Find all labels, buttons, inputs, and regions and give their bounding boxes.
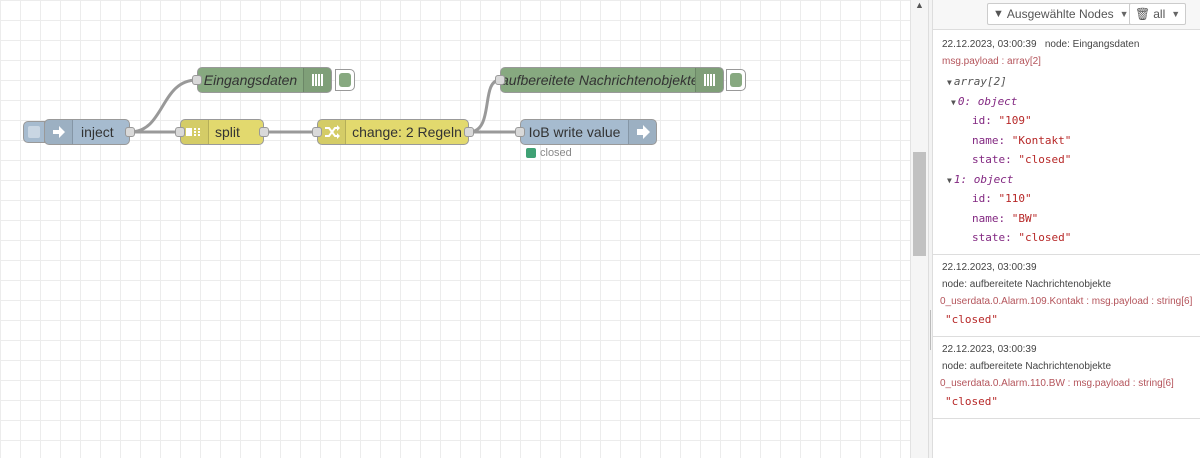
arrow-right-icon (45, 120, 73, 144)
node-status: closed (526, 147, 572, 159)
field-value: "Kontakt" (1011, 133, 1072, 147)
iob-write-node-label: IoB write value (528, 124, 621, 140)
input-port[interactable] (515, 127, 525, 137)
field-key: state: (972, 231, 1012, 244)
output-port[interactable] (259, 127, 269, 137)
tree-root[interactable]: ▼array[2] (942, 72, 1200, 92)
input-port[interactable] (175, 127, 185, 137)
wire-change-aufbereitete (468, 78, 501, 134)
expand-triangle-icon[interactable]: ▼ (947, 175, 952, 185)
output-port[interactable] (464, 127, 474, 137)
tree-field: id: "109" (942, 111, 1200, 131)
debug-toggle-button[interactable] (726, 69, 746, 91)
tree-field: state: "closed" (942, 228, 1200, 248)
message-timestamp: 22.12.2023, 03:00:39 (942, 39, 1037, 50)
tree-field: name: "BW" (942, 209, 1200, 229)
field-key: state: (972, 153, 1012, 166)
message-meta: 22.12.2023, 03:00:39 node: Eingangsdaten (942, 36, 1200, 53)
workspace-scrollbar[interactable]: ▲ (910, 0, 928, 458)
shuffle-icon (318, 120, 346, 144)
status-dot-icon (526, 148, 536, 158)
debug-message[interactable]: 22.12.2023, 03:00:39 node: aufbereitete … (933, 337, 1200, 419)
arrow-right-icon (628, 120, 656, 144)
split-node-label: split (215, 124, 240, 140)
scrollbar-thumb[interactable] (913, 152, 926, 256)
debug-node-label: Eingangsdaten (203, 72, 298, 88)
field-value: "110" (998, 192, 1032, 205)
debug-node-label: aufbereitete Nachrichtenobjekte (501, 72, 695, 88)
tree-item-index: 1: object (953, 172, 1014, 186)
scroll-up-icon[interactable]: ▲ (915, 0, 924, 10)
inject-node-label: inject (81, 124, 114, 140)
message-value: "closed" (945, 312, 998, 326)
inject-trigger-button[interactable] (23, 121, 45, 143)
message-topic: 0_userdata.0.Alarm.109.Kontakt : msg.pay… (940, 295, 1193, 307)
filter-label: Ausgewählte Nodes (1006, 7, 1114, 21)
filter-icon: ▼ (993, 8, 1004, 20)
message-value: "closed" (945, 394, 998, 408)
tree-root-label: array[2] (953, 75, 1007, 88)
field-key: id: (972, 114, 992, 127)
tree-field: name: "Kontakt" (942, 131, 1200, 151)
tree-item[interactable]: ▼1: object (942, 170, 1200, 190)
field-key: name: (972, 211, 1006, 225)
change-node[interactable]: change: 2 Regeln (312, 119, 474, 145)
chevron-down-icon: ▼ (1171, 9, 1181, 19)
field-value: "BW" (1011, 211, 1039, 225)
field-value: "closed" (1018, 153, 1072, 166)
expand-triangle-icon[interactable]: ▼ (951, 97, 956, 107)
message-topic: msg.payload : array[2] (942, 56, 1041, 67)
split-icon (181, 120, 209, 144)
message-node[interactable]: node: aufbereitete Nachrichtenobjekte (942, 278, 1112, 290)
input-port[interactable] (192, 75, 202, 85)
filter-dropdown[interactable]: ▼ Ausgewählte Nodes ▼ (987, 3, 1135, 25)
debug-node-eingangsdaten[interactable]: Eingangsdaten (192, 67, 332, 93)
output-port[interactable] (125, 127, 135, 137)
tree-item[interactable]: ▼0: object (942, 92, 1200, 112)
inject-node[interactable]: inject (44, 119, 135, 145)
debug-toggle-button[interactable] (335, 69, 355, 91)
field-key: name: (972, 133, 1006, 147)
message-timestamp: 22.12.2023, 03:00:39 (942, 343, 1037, 355)
list-icon (303, 68, 331, 92)
field-value: "109" (998, 114, 1032, 127)
chevron-down-icon: ▼ (1119, 9, 1129, 19)
tree-field: state: "closed" (942, 150, 1200, 170)
message-topic: 0_userdata.0.Alarm.110.BW : msg.payload … (940, 377, 1174, 389)
wire-inject-eingangsdaten (129, 78, 198, 134)
message-node[interactable]: node: Eingangsdaten (1044, 39, 1140, 50)
field-value: "closed" (1018, 231, 1072, 244)
message-tree: ▼array[2] ▼0: object id: "109" name: "Ko… (942, 72, 1200, 248)
tree-item-index: 0: object (957, 94, 1018, 108)
debug-toolbar: ▼ Ausgewählte Nodes ▼ 🗑 all ▼ (933, 0, 1200, 30)
tree-field: id: "110" (942, 189, 1200, 209)
flow-workspace[interactable]: Eingangsdaten aufbereitete Nachrichtenob… (0, 0, 910, 458)
field-key: id: (972, 192, 992, 205)
status-text: closed (540, 147, 572, 159)
input-port[interactable] (495, 75, 505, 85)
debug-sidebar: ▼ Ausgewählte Nodes ▼ 🗑 all ▼ 22.12.2023… (933, 0, 1200, 458)
sidebar-splitter[interactable] (928, 0, 933, 458)
clear-label: all (1153, 7, 1166, 21)
iob-write-node[interactable]: IoB write value (515, 119, 657, 145)
expand-triangle-icon[interactable]: ▼ (947, 78, 952, 87)
debug-node-aufbereitete[interactable]: aufbereitete Nachrichtenobjekte (495, 67, 724, 93)
debug-message[interactable]: 22.12.2023, 03:00:39 node: Eingangsdaten… (933, 30, 1200, 255)
trash-icon: 🗑 (1135, 7, 1151, 21)
clear-dropdown[interactable]: 🗑 all ▼ (1129, 3, 1187, 25)
list-icon (695, 68, 723, 92)
split-node[interactable]: split (175, 119, 269, 145)
change-node-label: change: 2 Regeln (352, 124, 462, 140)
input-port[interactable] (312, 127, 322, 137)
debug-message[interactable]: 22.12.2023, 03:00:39 node: aufbereitete … (933, 255, 1200, 337)
message-node[interactable]: node: aufbereitete Nachrichtenobjekte (942, 360, 1112, 372)
message-timestamp: 22.12.2023, 03:00:39 (942, 261, 1037, 273)
flow-wires (129, 78, 520, 134)
